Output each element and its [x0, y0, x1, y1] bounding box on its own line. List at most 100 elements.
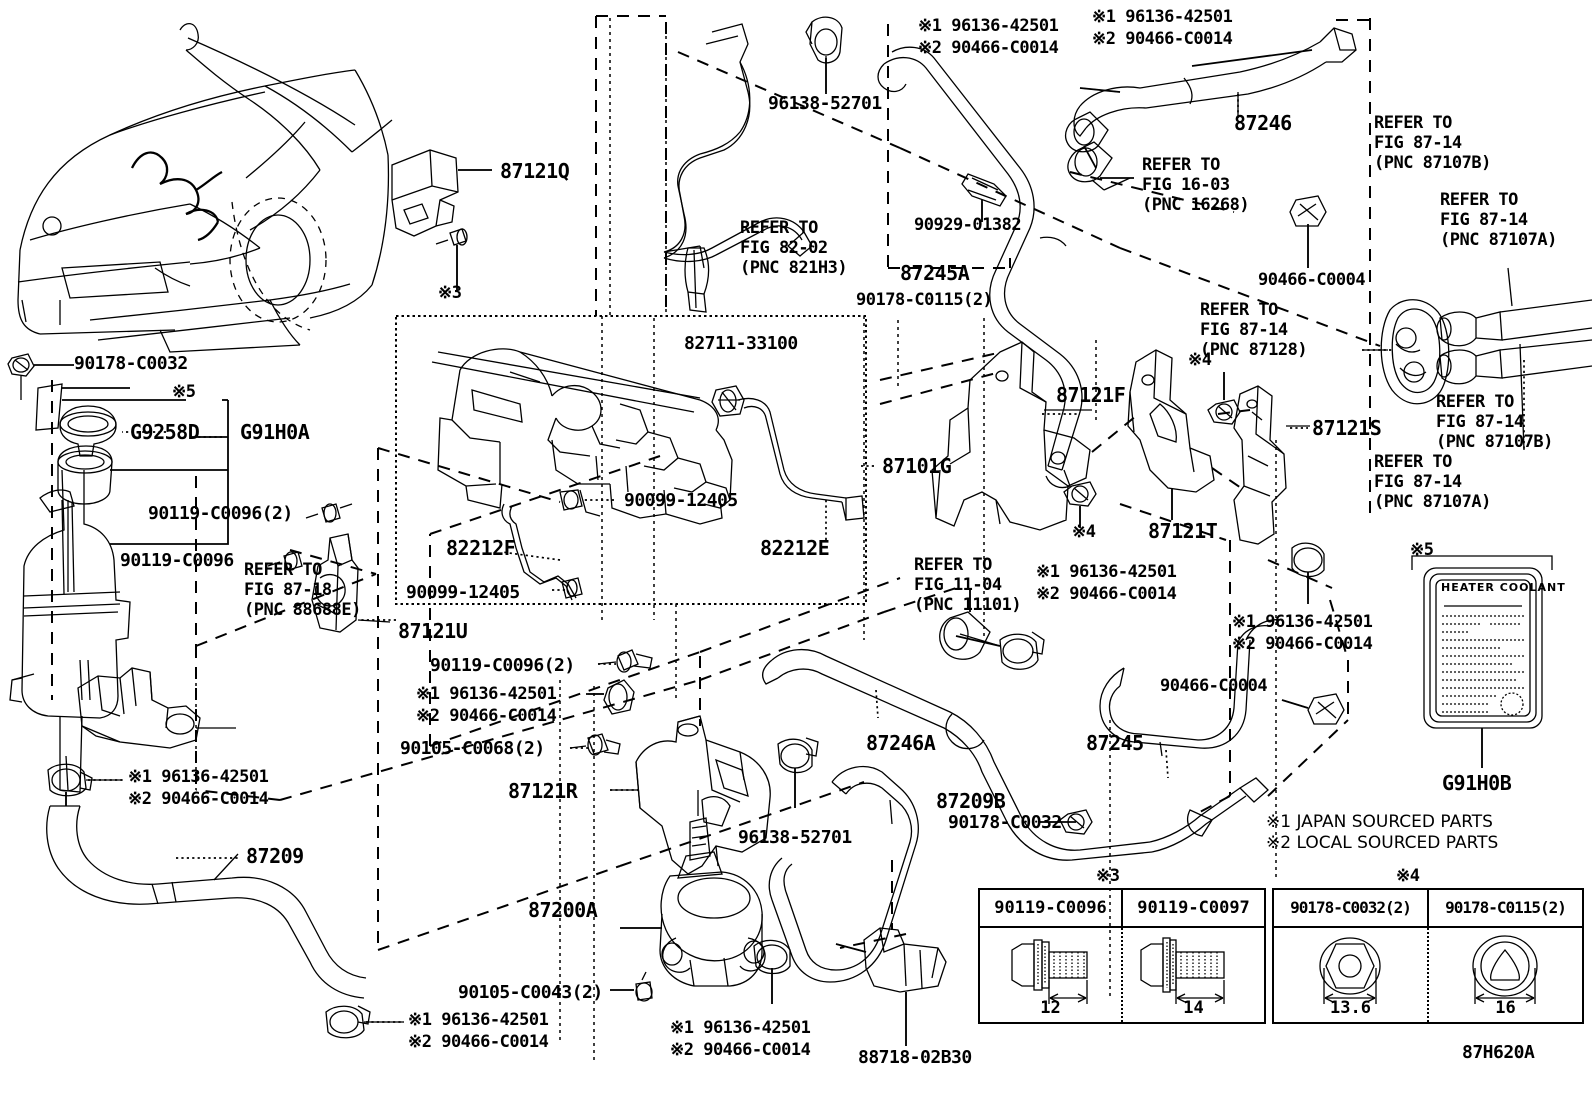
label-96136-42501-f: ※1 96136-42501 [416, 684, 557, 704]
fastener-table-mark3-col2-part: 90119-C0097 [1123, 890, 1264, 928]
label-mark4-b: ※4 [1188, 350, 1212, 370]
harness-82212e-art [737, 397, 865, 521]
label-90466-c0014-b: ※2 90466-C0014 [1092, 29, 1233, 49]
table-mark-3: ※3 [1096, 866, 1120, 886]
leader-lines-dotted [88, 94, 1525, 1023]
bracket-87121t-art [1127, 349, 1215, 520]
knob-82711-art [711, 385, 745, 417]
fastener-table-mark3-col1-part: 90119-C0096 [980, 890, 1123, 928]
label-96138-52701-mid: 96138-52701 [738, 827, 852, 848]
clip-90466-bot-art [1281, 693, 1345, 725]
label-87246: 87246 [1234, 111, 1292, 135]
fastener-table-mark3: 90119-C0096 90119-C0097 [978, 888, 1266, 1024]
hose-87245a-art [877, 46, 1083, 489]
label-refer-11-04: REFER TO FIG 11-04 (PNC 11101) [914, 555, 1022, 616]
label-96136-42501-h: ※1 96136-42501 [408, 1010, 549, 1030]
clamp-87209b-art [777, 737, 819, 808]
clamp-96136-f-art [588, 679, 635, 715]
pipe-16268-art [1067, 141, 1131, 191]
bolt-mark3-art [435, 228, 468, 290]
fastener-size-90119-c0096: 12 [1040, 998, 1061, 1018]
label-90466-c0014-f: ※2 90466-C0014 [416, 706, 557, 726]
bolt-90105-c0068-art [569, 733, 621, 756]
fastener-table-mark4-header-row: 90178-C0032(2) 90178-C0115(2) [1274, 890, 1582, 928]
fastener-size-90178-c0115: 16 [1495, 998, 1516, 1018]
heater-unit-art [431, 348, 733, 525]
note-japan-sourced: ※1 JAPAN SOURCED PARTS [1266, 812, 1493, 832]
leader-lines-solid [34, 49, 1483, 1046]
label-refer-82-02: REFER TO FIG 82-02 (PNC 821H3) [740, 218, 848, 279]
label-87246a: 87246A [866, 731, 936, 755]
label-mark5-left: ※5 [172, 382, 196, 402]
label-90178-c0115: 90178-C0115(2) [856, 290, 993, 310]
reservoir-tank-art [9, 405, 131, 793]
clip-88718-art [835, 927, 947, 1046]
bolt-icon-12mm [1011, 939, 1088, 1004]
bolt-90119-a-art [305, 503, 341, 523]
hose-87246a-art [761, 649, 1269, 861]
label-82711-33100: 82711-33100 [684, 333, 798, 354]
label-90929-01382: 90929-01382 [914, 215, 1022, 235]
hose-821h3-art [663, 23, 813, 313]
fastener-table-mark4-body-row: 13.6 16 [1274, 928, 1582, 1022]
label-87209b: 87209B [936, 789, 1006, 813]
label-refer-87107b-bot: REFER TO FIG 87-14 (PNC 87107B) [1436, 392, 1553, 453]
fastener-size-90178-c0032: 13.6 [1330, 998, 1371, 1018]
label-g9258d: G9258D [130, 420, 200, 444]
label-90466-c0004-top: 90466-C0004 [1258, 270, 1366, 290]
bracket-87121f-art [931, 341, 1092, 531]
label-87101g: 87101G [882, 454, 952, 478]
label-96136-42501-d: ※1 96136-42501 [1232, 612, 1373, 632]
clamp-96136-c-art [959, 631, 1045, 670]
coolant-label-art [1411, 555, 1553, 768]
label-87245a: 87245A [900, 261, 970, 285]
fastener-table-mark4-col1-part: 90178-C0032(2) [1274, 890, 1429, 928]
label-refer-87-18: REFER TO FIG 87-18 (PNC 88688E) [244, 560, 361, 621]
clip-90099-a-art [559, 489, 583, 511]
bolt-90119-mid-art [597, 649, 653, 673]
note-mark-1: ※1 [1266, 812, 1292, 832]
hose-87209-art [46, 805, 367, 999]
highlighted-hose-route [130, 151, 223, 242]
label-mark3-a: ※3 [438, 283, 462, 303]
label-heater-coolant-text: HEATER COOLANT [1441, 581, 1566, 594]
label-87121t: 87121T [1148, 519, 1218, 543]
note-mark-2: ※2 [1266, 833, 1292, 853]
label-90178-c0032-bot: 90178-C0032 [948, 812, 1062, 833]
fastener-table-mark3-body-row: 12 [980, 928, 1264, 1022]
clamp-96138-top-art [805, 16, 843, 92]
fine-dashed-lines [195, 18, 1277, 1060]
nut-icon-13-6mm [1319, 937, 1381, 1004]
label-90466-c0014-c: ※2 90466-C0014 [1036, 584, 1177, 604]
fastener-cell-90119-c0096: 12 [980, 928, 1123, 1022]
label-refer-16-03: REFER TO FIG 16-03 (PNC 16268) [1142, 155, 1250, 216]
label-90099-12405-b: 90099-12405 [406, 582, 520, 603]
harness-82212f-art [501, 503, 577, 601]
fastener-cell-90119-c0097: 14 [1123, 928, 1264, 1022]
label-88718-02b30: 88718-02B30 [858, 1047, 972, 1068]
label-90466-c0014-e: ※2 90466-C0014 [128, 789, 269, 809]
label-g91h0a: G91H0A [240, 420, 310, 444]
fastener-cell-90178-c0032: 13.6 [1274, 928, 1429, 1022]
fastener-table-mark4: 90178-C0032(2) 90178-C0115(2) 13.6 [1272, 888, 1584, 1024]
label-87200a: 87200A [528, 898, 598, 922]
note-text-1: JAPAN SOURCED PARTS [1296, 812, 1493, 832]
fastener-cell-90178-c0115: 16 [1429, 928, 1582, 1022]
label-90466-c0014-d: ※2 90466-C0014 [1232, 634, 1373, 654]
grommet-87128-art [1364, 299, 1450, 405]
figure-code: 87H620A [1462, 1042, 1535, 1063]
label-87121u: 87121U [398, 619, 468, 643]
fastener-table-mark4-col2-part: 90178-C0115(2) [1429, 890, 1582, 928]
nut-icon-16mm [1472, 935, 1538, 1004]
label-90466-c0014-g: ※2 90466-C0014 [670, 1040, 811, 1060]
label-87209: 87209 [246, 844, 304, 868]
label-mark4-a: ※4 [1072, 522, 1096, 542]
hose-87209b-art [768, 765, 919, 983]
label-96138-52701-top: 96138-52701 [768, 93, 882, 114]
label-82212e: 82212E [760, 536, 830, 560]
bracket-87121q-art [391, 149, 492, 237]
label-90466-c0004-bot: 90466-C0004 [1160, 676, 1268, 696]
label-90099-12405-a: 90099-12405 [624, 490, 738, 511]
assembly-construction-lines [51, 15, 1381, 951]
